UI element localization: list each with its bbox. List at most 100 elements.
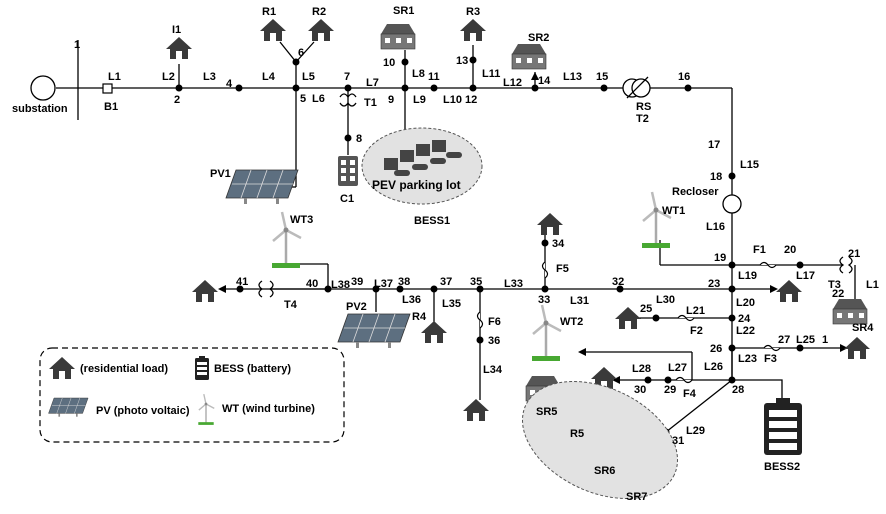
label-l5: L5 (302, 71, 315, 83)
node-number-n18: 18 (710, 171, 722, 183)
legend-pv-icon (48, 397, 89, 417)
label-l6: L6 (312, 93, 325, 105)
smart-residence-sr1 (380, 23, 416, 50)
node-number-n32: 32 (612, 276, 624, 288)
smart-residence-sr4 (832, 298, 868, 325)
node-number-n33: 33 (538, 294, 550, 306)
residential-load-r4 (421, 321, 447, 343)
diagram-labels: substation B1 L1 L2 L3 L4 L5 L6 L7 L8 L9… (12, 5, 879, 503)
label-l3: L3 (203, 71, 216, 83)
node-number-n16: 16 (678, 71, 690, 83)
node-number-n31: 31 (672, 435, 684, 447)
residential-load-r2 (308, 19, 334, 41)
pev-cars-icon (384, 140, 462, 176)
node-number-n40: 40 (306, 278, 318, 290)
legend-residential-text: (residential load) (80, 363, 168, 375)
label-i1: I1 (172, 24, 181, 36)
pv-panel-pv1 (225, 169, 299, 205)
fuse-f2 (677, 314, 695, 322)
bus-nodes (175, 56, 804, 436)
label-pv1: PV1 (210, 168, 231, 180)
node-number-n5: 5 (300, 93, 306, 105)
legend-box (39, 347, 345, 443)
label-l18: L1 (866, 279, 879, 291)
label-l21: L21 (686, 305, 705, 317)
node-number-n28: 28 (732, 384, 744, 396)
label-f1: F1 (753, 244, 766, 256)
label-l8: L8 (412, 68, 425, 80)
label-t4: T4 (284, 299, 298, 311)
label-r5: R5 (570, 428, 584, 440)
label-l9: L9 (413, 94, 426, 106)
label-pv2: PV2 (346, 301, 367, 313)
label-b1: B1 (104, 101, 118, 113)
legend-pv-text: PV (photo voltaic) (96, 405, 190, 417)
label-l4: L4 (262, 71, 276, 83)
node-number-n1: 1 (74, 39, 80, 51)
node-number-n10: 10 (383, 57, 395, 69)
label-l17: L17 (796, 270, 815, 282)
label-f5: F5 (556, 263, 569, 275)
residential-load-23 (776, 280, 802, 302)
residential-load-36 (463, 399, 489, 421)
label-bess2: BESS2 (764, 461, 800, 473)
label-l25: L25 (796, 334, 815, 346)
label-l15: L15 (740, 159, 759, 171)
residential-load-27 (844, 337, 870, 359)
node-number-n7: 7 (344, 71, 350, 83)
transformer-t1 (339, 93, 357, 107)
label-t1: T1 (364, 97, 377, 109)
label-c1: C1 (340, 193, 354, 205)
node-number-n39: 39 (351, 276, 363, 288)
capacitor-c1-icon (338, 156, 358, 186)
smart-residence-sr2 (511, 43, 547, 70)
node-number-n6: 6 (298, 47, 304, 59)
label-sr2: SR2 (528, 32, 549, 44)
residential-load-41 (192, 280, 218, 302)
node-number-n41: 41 (236, 276, 248, 288)
label-l35: L35 (442, 298, 461, 310)
label-l26: L26 (704, 361, 723, 373)
node-number-n36: 36 (488, 335, 500, 347)
fuse-f5 (541, 261, 549, 279)
label-l33: L33 (504, 278, 523, 290)
label-pev-parking-lot: PEV parking lot (372, 178, 461, 192)
label-l31: L31 (570, 295, 589, 307)
residential-load-34 (537, 213, 563, 235)
node-number-n27b: 1 (822, 334, 828, 346)
node-number-n26: 26 (710, 343, 722, 355)
node-number-n12: 12 (465, 94, 477, 106)
node-number-n19: 19 (714, 252, 726, 264)
label-l29: L29 (686, 425, 705, 437)
node-number-n8: 8 (356, 133, 362, 145)
label-sr4: SR4 (852, 322, 874, 334)
node-number-n2: 2 (174, 94, 180, 106)
node-number-n38: 38 (398, 276, 410, 288)
residential-load-i1 (166, 37, 192, 59)
node-number-n13: 13 (456, 55, 468, 67)
label-l20: L20 (736, 297, 755, 309)
node-number-n20: 20 (784, 244, 796, 256)
node-number-n37: 37 (440, 276, 452, 288)
wind-turbine-wt2 (530, 303, 563, 363)
label-l10: L10 (443, 94, 462, 106)
node-number-n11: 11 (428, 71, 440, 83)
node-number-n35: 35 (470, 276, 482, 288)
wind-turbine-wt1 (640, 190, 673, 250)
transformer-t3 (839, 256, 853, 274)
label-sr6: SR6 (594, 465, 615, 477)
recloser-icon (722, 194, 742, 214)
label-l11: L11 (482, 68, 500, 80)
label-l27: L27 (668, 362, 687, 374)
node-number-n25: 25 (640, 303, 652, 315)
label-t2: T2 (636, 113, 649, 125)
fuse-f1 (759, 261, 777, 269)
sr-cluster-area (522, 381, 678, 499)
label-sr1: SR1 (393, 5, 414, 17)
label-rs: RS (636, 101, 651, 113)
label-f6: F6 (488, 316, 501, 328)
label-l36: L36 (402, 294, 421, 306)
fuse-f3 (763, 344, 781, 352)
node-number-n21: 21 (848, 248, 860, 260)
